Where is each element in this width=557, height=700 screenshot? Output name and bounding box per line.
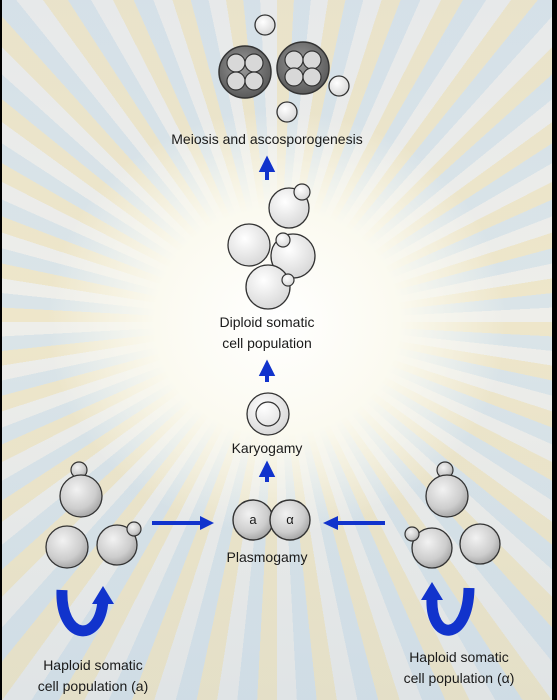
ascospore	[328, 75, 350, 97]
label-haploid-alpha-line1: Haploid somatic	[409, 649, 509, 665]
label-diploid-line2: cell population	[222, 335, 312, 351]
label-diploid-line1: Diploid somatic	[219, 314, 315, 330]
arrow-left-plasmogamy	[323, 516, 385, 530]
ascospore	[284, 50, 304, 70]
label-haploid-a-line1: Haploid somatic	[43, 657, 143, 673]
haploid-alpha-cells	[404, 461, 501, 569]
zygote	[246, 392, 290, 436]
mating-label-alpha: α	[286, 512, 294, 527]
label-haploid-a-line2: cell population (a)	[37, 678, 149, 694]
mating-cell-alpha	[269, 499, 311, 541]
label-karyogamy: Karyogamy	[231, 440, 303, 456]
diploid-cell	[245, 264, 291, 310]
arrow-up-karyogamy	[258, 460, 276, 482]
ascospore	[254, 14, 276, 36]
cycle-arrow-a	[56, 586, 114, 637]
ascospore	[244, 53, 264, 73]
cycle-arrow-alpha	[421, 582, 475, 636]
arrow-up-meiosis	[258, 155, 276, 180]
arrow-up-diploid	[258, 359, 276, 382]
ascus-left	[218, 45, 272, 99]
bud	[126, 521, 142, 537]
label-meiosis: Meiosis and ascosporogenesis	[171, 131, 363, 147]
ascospore	[302, 50, 322, 70]
asci-group	[218, 14, 350, 123]
haploid-cell	[45, 525, 89, 569]
mating-label-a: a	[249, 512, 257, 527]
bud	[404, 526, 420, 542]
ascospore	[244, 71, 264, 91]
ascospore	[284, 67, 304, 87]
bud	[293, 183, 311, 201]
ascospore	[226, 53, 246, 73]
diploid-cells	[227, 183, 316, 310]
ascospore	[226, 71, 246, 91]
haploid-cell	[425, 474, 469, 518]
haploid-cell	[96, 524, 138, 566]
label-plasmogamy: Plasmogamy	[226, 549, 308, 565]
nucleus	[255, 401, 281, 427]
haploid-cell	[411, 527, 453, 569]
ascus-right	[276, 41, 330, 95]
haploid-cell	[459, 523, 501, 565]
arrow-right-plasmogamy	[152, 516, 214, 530]
ascospore	[276, 101, 298, 123]
diploid-cell	[227, 223, 271, 267]
label-haploid-alpha-line2: cell population (α)	[403, 670, 515, 686]
bud	[275, 232, 291, 248]
haploid-cell	[59, 474, 103, 518]
ascospore	[302, 67, 322, 87]
haploid-a-cells	[45, 461, 142, 569]
bud	[281, 273, 295, 287]
